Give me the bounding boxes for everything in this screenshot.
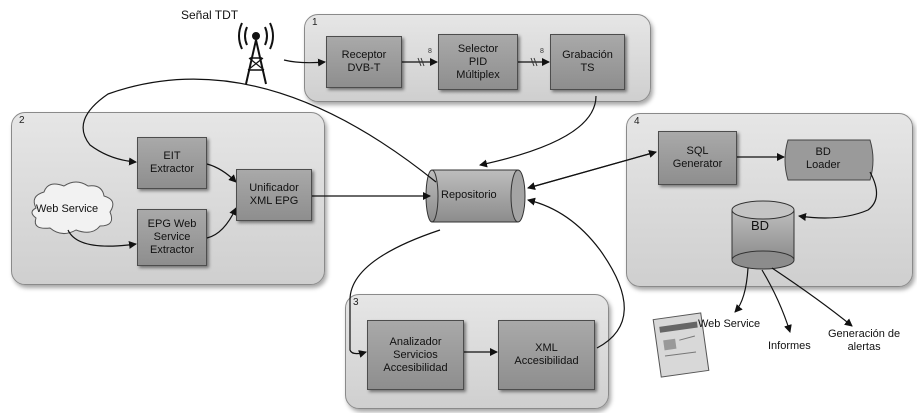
antenna-label: Señal TDT xyxy=(181,8,239,22)
panel-number: 4 xyxy=(634,116,640,127)
web-service-cloud-label: Web Service xyxy=(36,203,99,215)
panel-number: 3 xyxy=(353,297,359,308)
bd-label: BD xyxy=(751,218,770,233)
receptor-dvbt-box: Receptor DVB-T xyxy=(326,36,402,88)
eit-extractor-box: EIT Extractor xyxy=(137,137,207,189)
bd-cylinder-shape xyxy=(731,200,795,270)
output-web-service-label: Web Service xyxy=(698,318,761,330)
panel-number: 2 xyxy=(19,115,25,126)
repositorio-cylinder-shape xyxy=(425,169,526,223)
output-alertas-label: Generación de alertas xyxy=(828,328,901,353)
antenna-tower-icon xyxy=(238,22,274,85)
link-mark: 8 xyxy=(540,48,544,55)
panel-number: 1 xyxy=(312,17,318,28)
bd-loader-label: BD Loader xyxy=(806,146,841,171)
grabacion-ts-box: Grabación TS xyxy=(550,34,625,90)
unificador-xml-epg-box: Unificador XML EPG xyxy=(236,169,312,221)
output-informes-label: Informes xyxy=(768,340,811,352)
sql-generator-box: SQL Generator xyxy=(658,131,737,185)
link-mark: 8 xyxy=(428,48,432,55)
web-service-cloud-shape xyxy=(31,181,114,234)
xml-accesibilidad-box: XML Accesibilidad xyxy=(498,320,595,390)
selector-pid-box: Selector PID Múltiplex xyxy=(438,34,518,90)
analizador-servicios-box: Analizador Servicios Accesibilidad xyxy=(367,320,464,390)
epg-web-service-extractor-box: EPG Web Service Extractor xyxy=(137,209,207,266)
web-report-icon xyxy=(652,312,710,378)
repositorio-label: Repositorio xyxy=(441,189,497,201)
bd-loader-shape xyxy=(784,139,874,181)
